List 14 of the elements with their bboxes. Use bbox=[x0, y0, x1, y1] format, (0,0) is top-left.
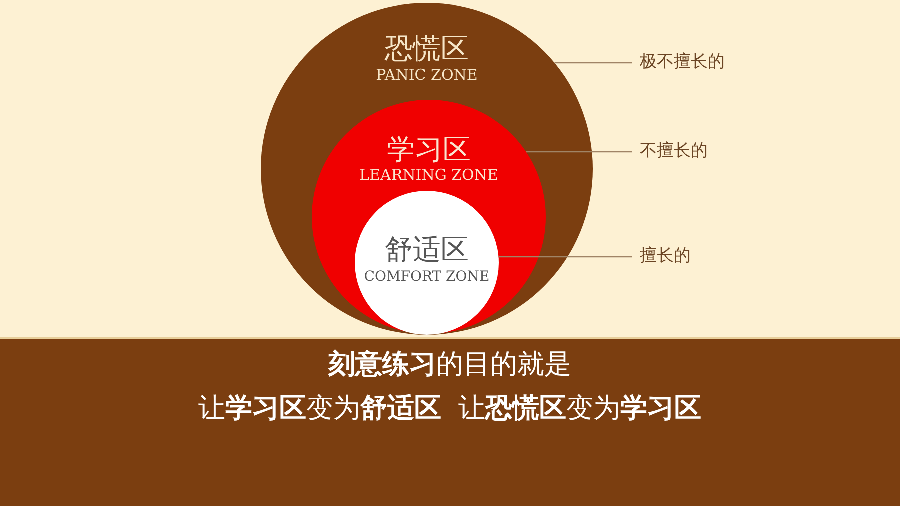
annotation-text: 极不擅长的 bbox=[640, 54, 725, 71]
zone-title: 学习区 bbox=[386, 136, 472, 164]
leader-line bbox=[554, 62, 632, 64]
annotation-text: 擅长的 bbox=[640, 248, 691, 265]
leader-line bbox=[526, 151, 632, 153]
zone-subtitle: LEARNING ZONE bbox=[358, 168, 500, 183]
zone-subtitle: COMFORT ZONE bbox=[363, 270, 491, 284]
caption-text: 让学习区变为舒适区 让恐慌区变为学习区 bbox=[198, 393, 702, 424]
leader-line bbox=[498, 256, 632, 258]
annotation-text: 不擅长的 bbox=[640, 143, 708, 160]
zone-title: 舒适区 bbox=[384, 236, 470, 264]
zone-title: 恐慌区 bbox=[384, 35, 470, 63]
caption-text: 刻意练习的目的就是 bbox=[328, 349, 572, 380]
zone-subtitle: PANIC ZONE bbox=[375, 68, 479, 83]
